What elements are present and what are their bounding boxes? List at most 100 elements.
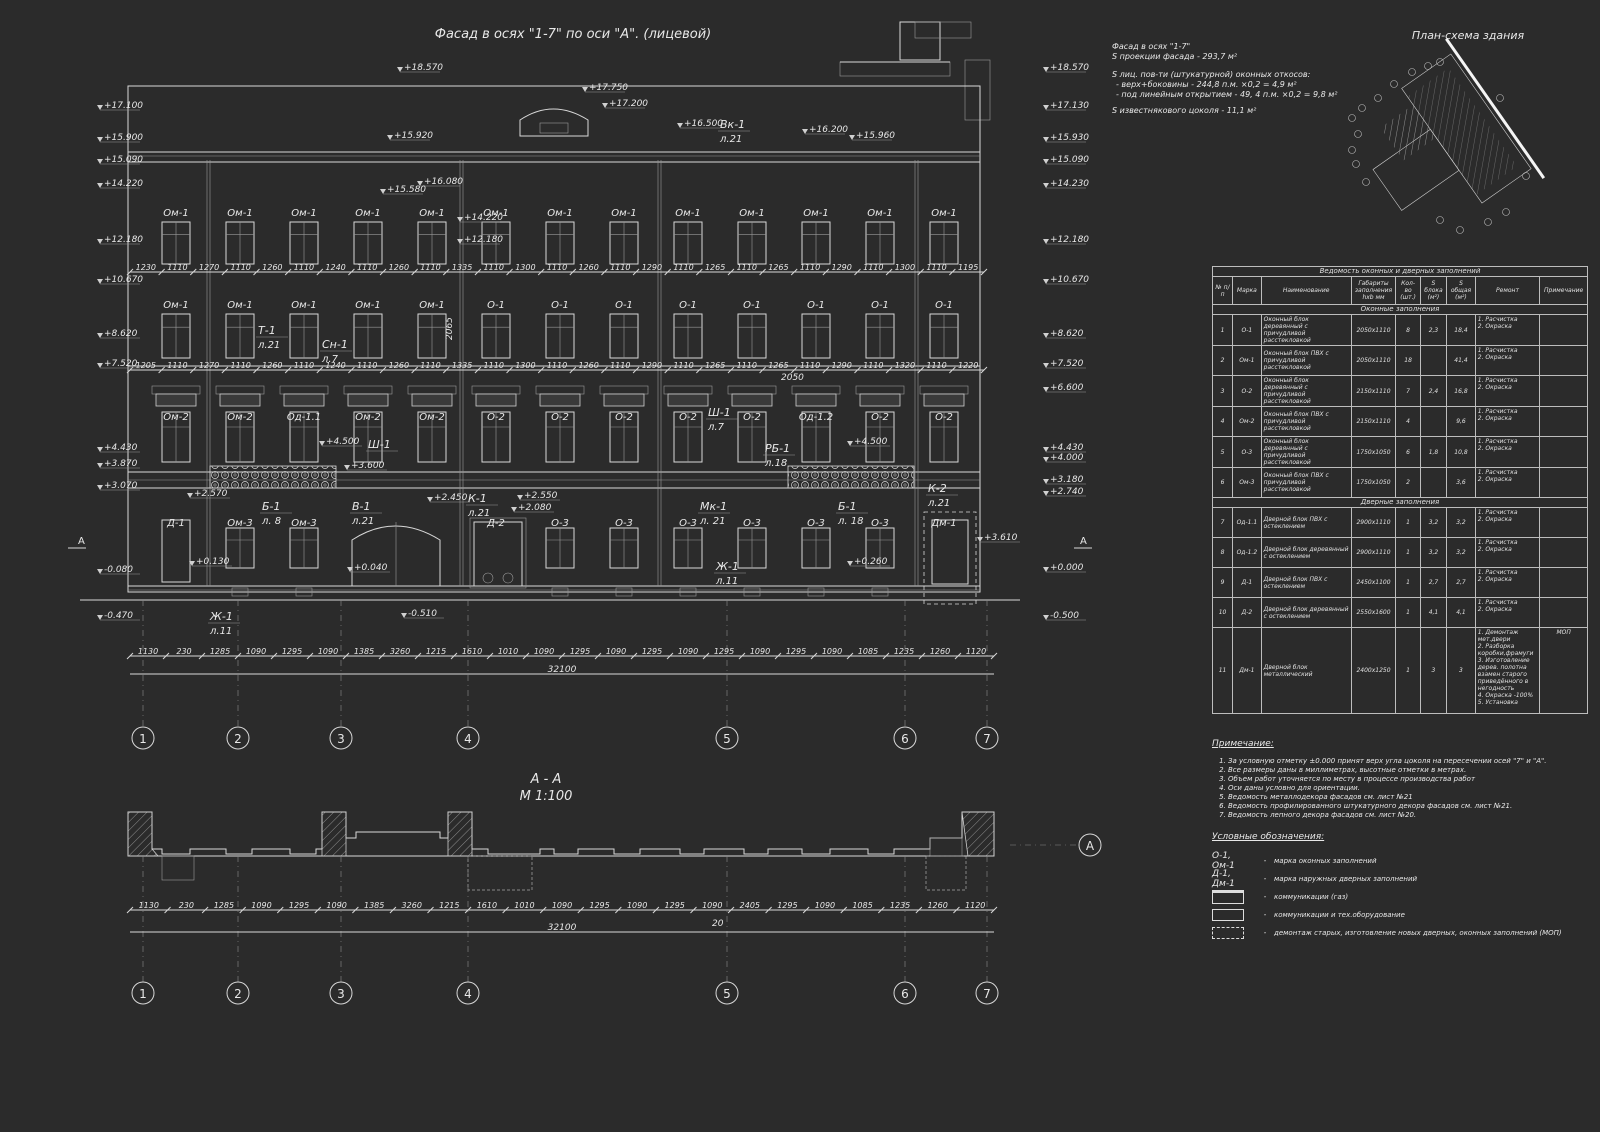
window: Ом-2 (151, 385, 201, 463)
dim-value: 1110 (167, 263, 187, 272)
level-mark: +4.430 (104, 443, 138, 453)
dim-value: 1300 (515, 361, 535, 370)
dim-2050: 2050 (781, 373, 804, 383)
level-mark: +3.610 (984, 533, 1018, 543)
dim-value: 1385 (364, 901, 384, 910)
window: О-1 (545, 300, 575, 359)
table-cell: 1. Расчистка 2. Окраска (1474, 567, 1541, 598)
axis-bubble (131, 981, 155, 1005)
dim-value: 1110 (357, 263, 377, 272)
axis-bubble (226, 981, 250, 1005)
legend-row: -коммуникации и тех.оборудование (1212, 906, 1582, 924)
plan-schema: План-схема здания (1348, 29, 1546, 234)
window-mark: Ом-1 (867, 208, 892, 219)
axis-bubble (329, 726, 353, 750)
axis-bubble (715, 726, 739, 750)
table-cell: 16,8 (1446, 375, 1476, 407)
section-marker-left: А (78, 536, 85, 547)
table-header: Наименование (1260, 276, 1352, 305)
total-width: 32100 (548, 665, 577, 675)
table-cell: Дверной блок деревянный с остеклением (1260, 597, 1352, 628)
level-mark: +2.570 (194, 489, 228, 499)
level-mark: +15.900 (104, 133, 143, 143)
dim-value: 1260 (578, 361, 598, 370)
window: Д-1 (166, 518, 185, 529)
window-mark: Ом-1 (931, 208, 956, 219)
table-cell: 1 (1211, 314, 1234, 346)
level-mark: +15.960 (856, 131, 895, 141)
table-cell: 3,6 (1446, 467, 1476, 498)
axis-label: 3 (337, 732, 345, 746)
window-mark: О-1 (871, 300, 889, 311)
legend-row: -демонтаж старых, изготовление новых две… (1212, 924, 1582, 942)
dim-value: 1110 (484, 263, 504, 272)
info-line: - под линейным открытием - 49, 4 п.м. ×0… (1116, 90, 1338, 99)
info-line: S лиц. пов-ти (штукатурной) оконных отко… (1112, 70, 1311, 79)
window: Дм-1 (930, 518, 956, 529)
dim-value: 1260 (262, 263, 282, 272)
dim-2065: 2065 (445, 317, 455, 340)
table-cell: 1. Расчистка 2. Окраска (1474, 537, 1541, 568)
callout: Т-1л.21 (256, 324, 288, 351)
dim-value: 3260 (402, 901, 422, 910)
table-cell: 2 (1395, 467, 1421, 498)
dim-value: 1240 (325, 361, 345, 370)
notes-list: За условную отметку ±0.000 принят верх у… (1212, 757, 1582, 820)
legend-dash: - (1263, 875, 1267, 883)
window: Ом-3 (289, 518, 319, 569)
dim-value: 1295 (589, 901, 609, 910)
window-mark: О-2 (935, 412, 953, 423)
dim-value: 1110 (800, 263, 820, 272)
table-cell: 6 (1211, 467, 1234, 498)
dim-value: 1090 (251, 901, 271, 910)
dim-value: 1110 (863, 361, 883, 370)
facade-info: Фасад в осях "1-7" S проекции фасада - 2… (1112, 42, 1372, 116)
axis-label: 7 (983, 987, 991, 1001)
dim-value: 1090 (318, 647, 338, 656)
dim-value: 1610 (462, 647, 482, 656)
window-mark: Ом-1 (803, 208, 828, 219)
callout: Ш-1л.7 (706, 406, 738, 433)
legend-text: коммуникации (газ) (1274, 893, 1349, 901)
vent (295, 587, 313, 597)
legend-dash: - (1263, 911, 1267, 919)
note-item: Ведомость профилированного штукатурного … (1228, 802, 1582, 811)
table-cell: 10,8 (1446, 436, 1476, 468)
table-cell: 18 (1395, 345, 1421, 376)
window: О-1 (481, 300, 511, 359)
axis-label: 6 (901, 987, 909, 1001)
legend-text: марка наружных дверных заполнений (1274, 875, 1418, 883)
dim-value: 1085 (858, 647, 878, 656)
window-mark: О-2 (679, 412, 697, 423)
table-header: Габариты заполнения hxb мм (1350, 276, 1397, 305)
dim-value: 1090 (627, 901, 647, 910)
table-cell: Од-1.2 (1232, 537, 1262, 568)
legend-row: Д-1, Дм-1-марка наружных дверных заполне… (1212, 869, 1582, 889)
legend-symbol (1212, 890, 1256, 904)
dim-value: 1215 (439, 901, 459, 910)
svg-text:Ж-1: Ж-1 (209, 610, 233, 623)
window: Ом-2 (343, 385, 393, 463)
window: Ом-1 (353, 300, 383, 359)
svg-text:л.21: л.21 (719, 134, 742, 145)
legend-text: демонтаж старых, изготовление новых двер… (1274, 929, 1562, 937)
svg-text:Ш-1: Ш-1 (368, 438, 391, 451)
table-cell: 1. Расчистка 2. Окраска (1474, 406, 1541, 437)
window-mark: Ом-1 (227, 208, 252, 219)
window-mark: Ом-1 (227, 300, 252, 311)
note-item: Ведомость лепного декора фасадов см. лис… (1228, 811, 1582, 820)
window-mark: Ом-3 (227, 518, 252, 529)
dim-value: 1285 (214, 901, 234, 910)
level-mark: +12.180 (104, 235, 143, 245)
dim-value: 1110 (800, 361, 820, 370)
table-cell: Дверной блок деревянный с остеклением (1260, 537, 1352, 568)
window: О-1 (609, 300, 639, 359)
level-mark: -0.510 (408, 609, 437, 619)
table-header: S блока (м²) (1419, 276, 1448, 305)
balcony-grille-right (787, 465, 915, 489)
svg-text:л.11: л.11 (715, 576, 738, 587)
dim-value: 1295 (714, 647, 734, 656)
legend-symbol (1212, 927, 1256, 939)
